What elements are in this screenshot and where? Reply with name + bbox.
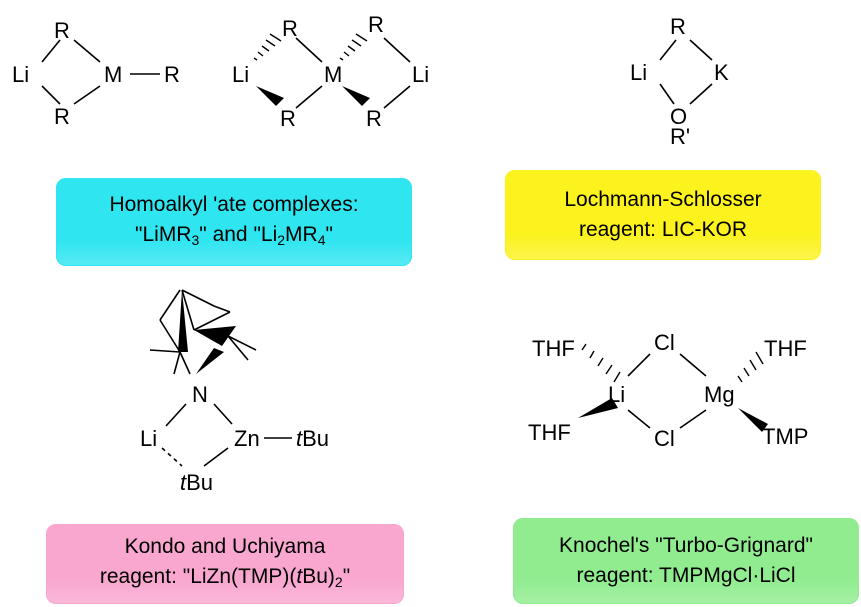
li-atom: Li [232,62,249,87]
li-atom: Li [12,62,29,87]
chlorine-atom: Cl [654,330,675,355]
homoalkyl-ate-structure-1: R Li M R R [12,18,180,129]
butyl-text: Bu [302,426,329,451]
label-line: Lochmann-Schlosser [564,188,762,211]
tmp-ligand: TMP [762,424,808,449]
wedge-bond [178,290,188,352]
label-line: "LiMR3" and "Li2MR4" [135,220,333,255]
li-atom: Li [140,426,157,451]
metal-atom: M [324,62,342,87]
wedge-bond [256,86,284,106]
subscript: 4 [317,231,326,248]
tert-butyl-group: tBu [296,426,329,451]
r-prime-group: R' [670,124,690,149]
thf-ligand: THF [764,336,807,361]
li-atom: Li [608,382,625,407]
r-atom: R [670,14,686,39]
wedge-bond [196,348,224,374]
wedge-bond [194,326,236,346]
homoalkyl-label-box: Homoalkyl 'ate complexes: "LiMR3" and "L… [56,178,412,266]
text-part: "LiMR [135,222,192,246]
li-atom: Li [412,62,429,87]
kondo-label-box: Kondo and Uchiyama reagent: "LiZn(TMP)(t… [46,524,404,604]
text-part: " [342,564,351,588]
hashed-bond [581,343,621,383]
label-line: reagent: "LiZn(TMP)(tBu)2" [100,562,350,597]
subscript: 3 [191,231,200,248]
nitrogen-atom: N [192,382,208,407]
tert-prefix: t [180,470,187,495]
hashed-bond [737,351,764,383]
tmp-ring [149,289,257,375]
homoalkyl-ate-structure-2: R Li R M R Li R [232,12,429,131]
r-atom: R [366,106,382,131]
hashed-bond [253,33,282,61]
r-atom: R [368,12,384,37]
wedge-bond [342,86,370,106]
tert-prefix: t [296,426,303,451]
label-line: Kondo and Uchiyama [124,534,326,558]
r-atom: R [54,104,70,129]
r-atom: R [54,18,70,43]
metal-atom: M [104,62,122,87]
wedge-bond [738,408,768,432]
butyl-text: Bu [186,470,213,495]
knochel-label-box: Knochel's "Turbo-Grignard" reagent: TMPM… [513,518,859,604]
label-line: Homoalkyl 'ate complexes: [109,192,359,216]
tert-butyl-group: tBu [180,470,213,495]
hashed-bond [339,33,368,61]
oxygen-atom: O [670,104,687,129]
turbo-grignard-structure: THF THF Li Cl Cl Mg THF TMP [528,330,808,451]
chlorine-atom: Cl [654,426,675,451]
subscript: 2 [277,231,286,248]
label-line: reagent: LIC-KOR [578,218,748,241]
r-atom: R [282,16,298,41]
r-atom: R [280,106,296,131]
wedge-bond [578,398,618,418]
text-part: " and "Li [199,222,278,246]
li-atom: Li [630,60,647,85]
thf-ligand: THF [528,420,571,445]
zinc-atom: Zn [234,426,260,451]
text-part: reagent: "LiZn(TMP)( [99,564,297,588]
potassium-atom: K [714,60,729,85]
text-part: " [325,222,333,246]
kondo-uchiyama-structure: N Li Zn tBu tBu [140,289,329,495]
lochmann-label-box: Lochmann-Schlosser reagent: LIC-KOR [505,170,821,260]
r-atom: R [164,62,180,87]
text-part: Bu) [302,564,335,588]
subscript: 2 [334,573,343,590]
lochmann-schlosser-structure: R Li K O R' [630,14,729,149]
text-part: MR [285,222,318,246]
thf-ligand: THF [532,336,575,361]
magnesium-atom: Mg [704,382,735,407]
tert-prefix: t [296,564,303,588]
label-line: reagent: TMPMgCl·LiCl [576,564,796,587]
label-line: Knochel's "Turbo-Grignard" [559,534,813,557]
